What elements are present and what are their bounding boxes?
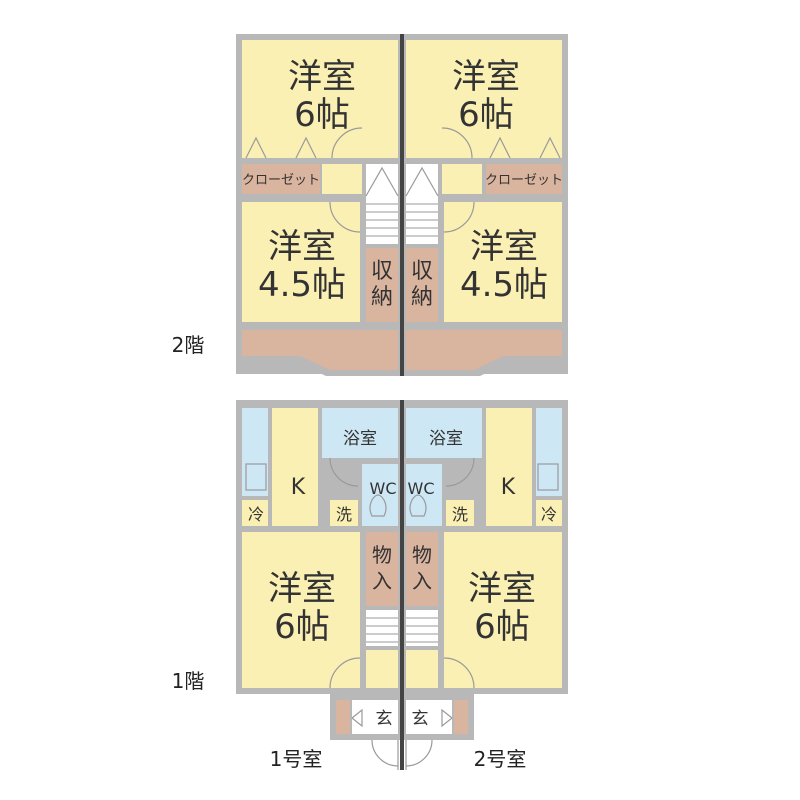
shoe-left [336, 700, 350, 734]
entrance-right [406, 700, 452, 734]
entrance-left [352, 700, 398, 734]
hall-right-2f [442, 164, 482, 194]
label-kitchen-right: K [501, 475, 516, 500]
label-45-left: 4.5帖 [258, 265, 346, 305]
storage-left-2f [366, 248, 398, 322]
hall-right-1f [406, 650, 438, 688]
label-fridge-left: 冷 [248, 505, 264, 524]
label-kitchen-left: K [291, 475, 306, 500]
hall-left-2f [322, 164, 362, 194]
storage-right-1f [406, 532, 438, 606]
fridge-left [242, 500, 268, 526]
storage-right-2f [406, 248, 438, 322]
balcony-floor-left [242, 330, 398, 370]
western-room-6-right-1f [444, 532, 562, 688]
floor-label-1f: 1階 [172, 669, 205, 693]
label-washer-right: 洗 [452, 505, 468, 524]
closet-right [486, 164, 562, 194]
label-entrance-left: 玄 [376, 709, 393, 729]
kitchen-left [272, 408, 318, 526]
label-six-left-1f: 6帖 [274, 607, 330, 647]
label-mono-right-a: 物 [412, 543, 432, 567]
label-mono-left-b: 入 [372, 569, 392, 593]
washer-left [330, 500, 358, 526]
washer-right [446, 500, 474, 526]
doors-2f [245, 127, 561, 233]
label-wc-right: WC [408, 479, 435, 498]
western-room-6-left-2f [242, 40, 398, 158]
label-western-6-left-2f: 洋室 [288, 57, 356, 97]
unit-label-1: 1号室 [270, 747, 323, 771]
label-western-6-left-1f: 洋室 [268, 569, 336, 609]
label-six-right-2f: 6帖 [458, 95, 514, 135]
stairs-right-1f [406, 610, 438, 646]
storage-left-1f [366, 532, 398, 606]
label-bath-left: 浴室 [343, 429, 377, 449]
label-45-right: 4.5帖 [460, 265, 548, 305]
doors-1f [245, 457, 559, 770]
closet-left [242, 164, 320, 194]
stairs-left-1f [366, 610, 398, 646]
shoe-right [454, 700, 468, 734]
label-washer-left: 洗 [336, 505, 352, 524]
label-closet-right: クローゼット [485, 173, 563, 188]
label-storage-left-a: 収 [371, 259, 393, 284]
stair-treads-1f [366, 617, 438, 643]
label-western-6-right-1f: 洋室 [468, 569, 536, 609]
label-fridge-right: 冷 [541, 505, 557, 524]
label-storage-right-a: 収 [411, 259, 433, 284]
label-storage-left-b: 納 [371, 285, 393, 310]
western-room-45-left [242, 202, 360, 322]
label-closet-left: クローゼット [242, 173, 320, 188]
hall-left-1f [366, 650, 398, 688]
western-room-6-left-1f [242, 532, 360, 688]
center-divider-1f [400, 400, 404, 770]
western-room-6-right-2f [406, 40, 562, 158]
stair-treads-2f [365, 166, 439, 237]
bath-left [322, 408, 398, 458]
balcony-floor-right [406, 330, 562, 370]
label-western-45-left: 洋室 [268, 227, 336, 267]
label-entrance-right: 玄 [412, 709, 429, 729]
label-western-6-right-2f: 洋室 [452, 57, 520, 97]
label-mono-right-b: 入 [412, 569, 432, 593]
second-floor: 洋室 6帖 洋室 6帖 洋室 4.5帖 洋室 4.5帖 クローゼット クローゼッ… [236, 34, 568, 376]
fridge-right [536, 500, 562, 526]
label-six-left-2f: 6帖 [294, 95, 350, 135]
label-mono-left-a: 物 [372, 543, 392, 567]
center-divider-2f [400, 34, 404, 376]
western-room-45-right [444, 202, 562, 322]
label-wc-left: WC [370, 479, 397, 498]
label-six-right-1f: 6帖 [474, 607, 530, 647]
first-floor: 浴室 浴室 K K WC WC 冷 冷 洗 洗 物 入 物 入 洋室 6帖 洋室… [236, 400, 568, 770]
floor-label-2f: 2階 [172, 333, 205, 357]
label-bath-right: 浴室 [429, 429, 463, 449]
label-storage-right-b: 納 [411, 285, 433, 310]
unit-label-2: 2号室 [474, 747, 527, 771]
bath-right [406, 408, 482, 458]
kitchen-right [486, 408, 532, 526]
label-western-45-right: 洋室 [470, 227, 538, 267]
